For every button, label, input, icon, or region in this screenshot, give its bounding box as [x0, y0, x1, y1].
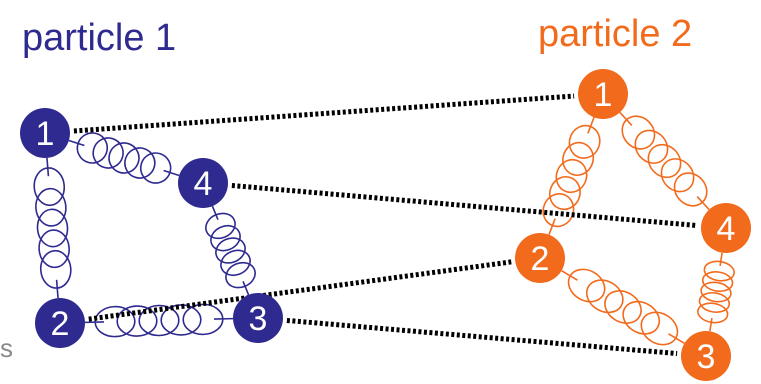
link-bead-1-to-1 [73, 93, 575, 134]
particle2-bead-4: 4 [701, 203, 751, 253]
particle2-spring-1-4 [619, 111, 710, 211]
particle1-bead-1: 1 [20, 108, 70, 158]
particle1-spring-1-2 [33, 157, 72, 299]
particle1-spring-1-4 [68, 132, 180, 184]
link-bead-3-to-3 [286, 317, 678, 357]
cropped-text-fragment: s [0, 333, 13, 363]
springs-layer [33, 111, 735, 346]
particle2-bead-2: 2 [515, 233, 565, 283]
particle1-bead-1-label: 1 [36, 115, 55, 153]
particle1-bead-3: 3 [233, 293, 283, 343]
correspondence-links-layer [73, 93, 698, 357]
particle1-bead-4: 4 [178, 158, 228, 208]
particle2-bead-4-label: 4 [717, 210, 736, 248]
beads-layer: 1 2 3 4 1 2 3 4 [20, 69, 751, 381]
particle2-bead-3: 3 [681, 331, 731, 381]
particle2-spring-4-3 [697, 252, 735, 332]
particle2-spring-2-3 [561, 268, 685, 346]
particle2-spring-1-2 [542, 117, 601, 235]
particle1-spring-4-3 [205, 205, 256, 296]
particle-1-title: particle 1 [22, 17, 176, 59]
particle2-bead-1-label: 1 [594, 76, 613, 114]
particle1-bead-3-label: 3 [249, 300, 268, 338]
particle2-bead-3-label: 3 [697, 338, 716, 376]
particle1-bead-2-label: 2 [51, 305, 70, 343]
particle-2-title: particle 2 [538, 13, 692, 55]
link-bead-4-to-4 [231, 182, 698, 229]
particle1-bead-2: 2 [35, 298, 85, 348]
particle2-bead-1: 1 [578, 69, 628, 119]
particle1-spring-2-3 [84, 303, 234, 338]
particle2-bead-2-label: 2 [531, 240, 550, 278]
particle1-bead-4-label: 4 [194, 165, 213, 203]
